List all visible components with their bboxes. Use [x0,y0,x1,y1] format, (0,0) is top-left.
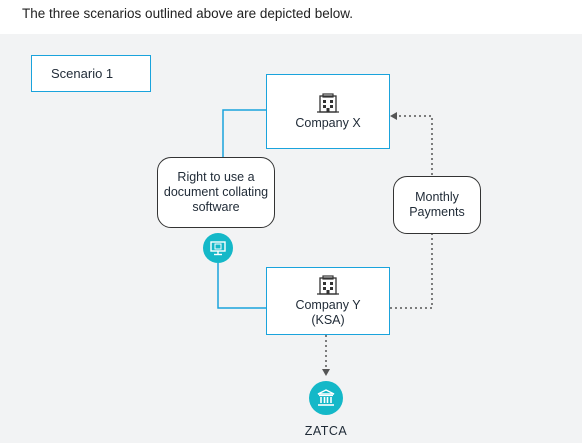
building-icon [317,92,339,113]
connector-x-to-rights [222,109,266,157]
company-x-name: Company X [295,115,361,130]
payments-box: Monthly Payments [393,176,481,234]
scenario-label: Scenario 1 [51,66,114,81]
rights-line1: Right to use a [177,170,255,184]
connector-payments [390,115,433,309]
computer-icon [203,233,233,263]
intro-text: The three scenarios outlined above are d… [22,6,353,21]
bank-icon [309,381,343,415]
rights-line2: document collating [163,185,269,199]
payments-line1: Monthly [415,190,459,204]
zatca-label: ZATCA [304,424,348,438]
arrowhead-to-zatca [322,369,330,376]
payments-line2: Payments [409,205,465,219]
company-y-name-line2: (KSA) [311,312,345,327]
company-y-box: Company Y (KSA) [266,267,390,335]
connector-rights-to-y [217,263,266,309]
company-y-name-line1: Company Y [295,297,361,312]
company-x-box: Company X [266,74,390,149]
scenario-label-box: Scenario 1 [31,55,151,92]
building-icon [317,274,339,295]
rights-line3: software [192,200,240,214]
rights-box: Right to use a document collating softwa… [157,157,275,228]
arrowhead-to-x [390,112,397,120]
